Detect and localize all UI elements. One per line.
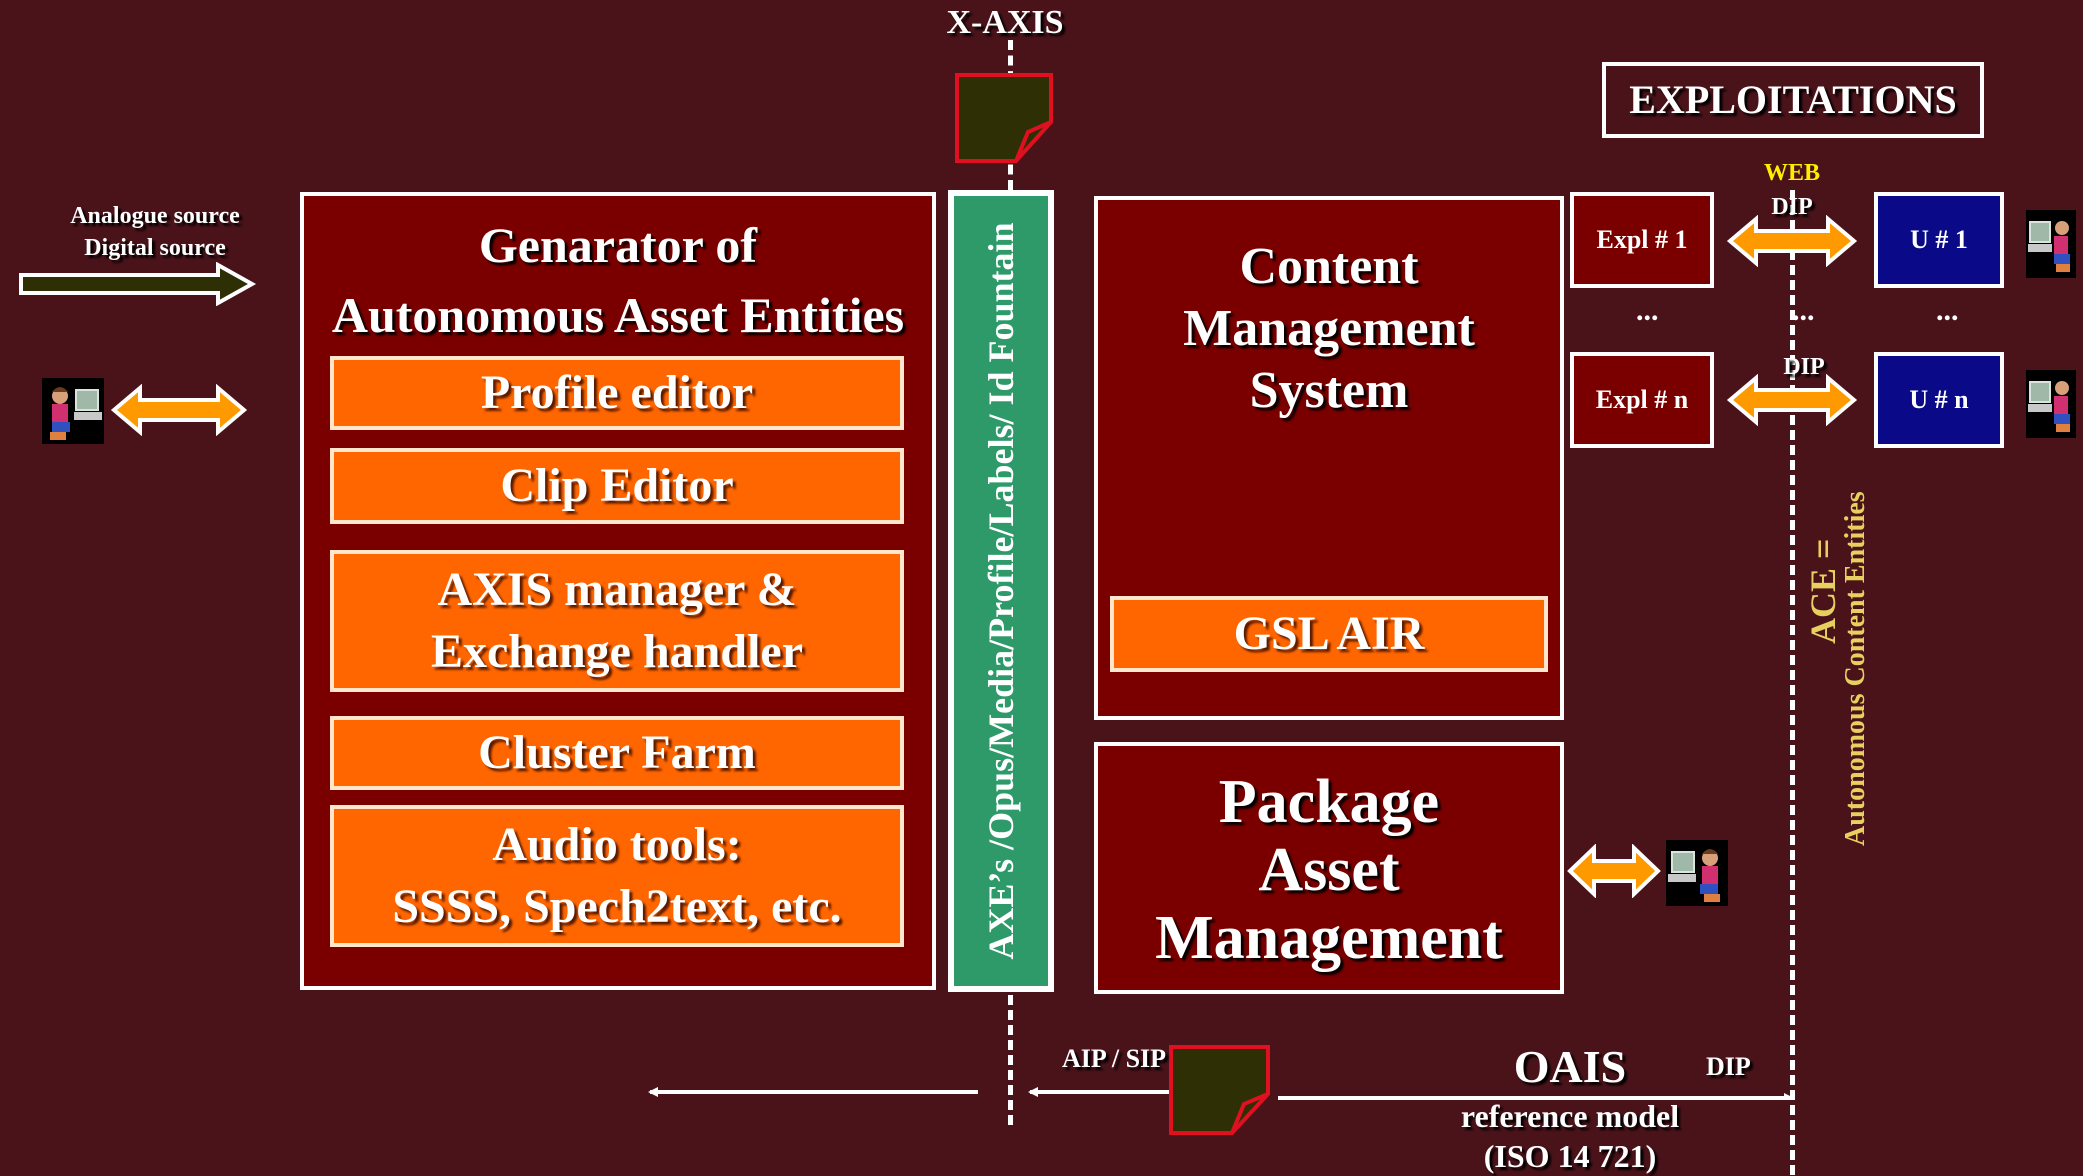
pam-title-line1: Package: [1218, 768, 1440, 836]
web-label: WEB: [1763, 160, 1820, 186]
user-1-box: U # 1: [1874, 192, 2004, 288]
x-axis-line-bottom: [1008, 995, 1013, 1125]
exploitations-box: EXPLOITATIONS: [1602, 62, 1984, 138]
bidirectional-arrow-left: [110, 384, 248, 436]
expl-n-label: Expl # n: [1595, 385, 1689, 414]
expl-1-label: Expl # 1: [1596, 225, 1688, 254]
ellipsis-expl: ...: [1636, 294, 1659, 327]
profile-editor-label: Profile editor: [480, 365, 754, 419]
cms-title-line1: Content: [1239, 238, 1419, 295]
dip-arrow-n: [1726, 374, 1858, 426]
dip-label-top: DIP: [1771, 194, 1813, 220]
source-arrow: [19, 262, 257, 306]
audio-tools-box: Audio tools: SSSS, Spech2text, etc.: [330, 805, 904, 947]
axis-manager-box: AXIS manager & Exchange handler: [330, 550, 904, 692]
ellipsis-user: ...: [1936, 294, 1959, 327]
oais-reference-line2: (ISO 14 721): [1483, 1138, 1657, 1174]
ace-prefix: ACE =: [1803, 538, 1843, 644]
pam-title: Package Asset Management: [1098, 768, 1560, 972]
expl-1-box: Expl # 1: [1570, 192, 1714, 288]
document-icon-top: [955, 73, 1053, 163]
ace-axis-line: [1790, 190, 1795, 1175]
pam-title-line3: Management: [1155, 904, 1503, 972]
dip-label-bottom: DIP: [1706, 1052, 1751, 1081]
oais-reference-line1: reference model: [1460, 1098, 1680, 1134]
user-at-computer-icon-u1: [2026, 210, 2076, 278]
profile-editor-box: Profile editor: [330, 356, 904, 430]
oais-reference-label: reference model (ISO 14 721): [1400, 1096, 1740, 1176]
bottom-flow-arrows: [648, 1087, 1794, 1100]
cluster-farm-label: Cluster Farm: [478, 725, 756, 779]
oais-label: OAIS: [1513, 1041, 1627, 1092]
cluster-farm-box: Cluster Farm: [330, 716, 904, 790]
analogue-source-label: Analogue source: [70, 203, 240, 229]
document-icon-bottom: [1169, 1045, 1270, 1135]
dip-arrow-1: [1726, 215, 1858, 267]
axe-bar: AXE’s /Opus/Media/Profile/Labels/ Id Fou…: [948, 190, 1054, 992]
aip-sip-label: AIP / SIP: [1062, 1044, 1167, 1073]
audio-tools-list-label: SSSS, Spech2text, etc.: [392, 880, 842, 933]
cms-title: Content Management System: [1098, 236, 1560, 422]
axis-manager-label: AXIS manager &: [437, 562, 797, 616]
audio-tools-label: Audio tools:: [492, 817, 742, 871]
pam-box: Package Asset Management: [1094, 742, 1564, 994]
dip-label-second: DIP: [1783, 354, 1825, 380]
generator-title-line2: Autonomous Asset Entities: [331, 287, 905, 343]
user-n-box: U # n: [1874, 352, 2004, 448]
axe-bar-label: AXE’s /Opus/Media/Profile/Labels/ Id Fou…: [981, 222, 1021, 960]
generator-title-line1: Genarator of: [478, 217, 758, 273]
clip-editor-box: Clip Editor: [330, 448, 904, 524]
exchange-handler-label: Exchange handler: [430, 625, 804, 678]
ace-expansion: Autonomous Content Entities: [1840, 491, 1871, 846]
ellipsis-dip: ...: [1792, 294, 1815, 327]
clip-editor-label: Clip Editor: [500, 458, 734, 512]
user-1-label: U # 1: [1910, 225, 1968, 254]
bidirectional-arrow-pam: [1567, 844, 1661, 898]
expl-n-box: Expl # n: [1570, 352, 1714, 448]
source-labels: Analogue source Digital source: [40, 200, 270, 264]
user-at-computer-icon: [42, 378, 104, 444]
x-axis-label: X-AXIS: [946, 4, 1064, 41]
gsl-air-box: GSL AIR: [1110, 596, 1548, 672]
digital-source-label: Digital source: [84, 235, 226, 261]
user-n-label: U # n: [1909, 385, 1969, 414]
cms-title-line3: System: [1249, 362, 1409, 419]
generator-title: Genarator of Autonomous Asset Entities: [304, 210, 932, 350]
user-at-computer-icon-un: [2026, 370, 2076, 438]
gsl-air-label: GSL AIR: [1233, 606, 1425, 660]
pam-title-line2: Asset: [1258, 836, 1400, 904]
user-at-computer-icon-pam: [1666, 840, 1728, 906]
cms-title-line2: Management: [1183, 300, 1475, 357]
